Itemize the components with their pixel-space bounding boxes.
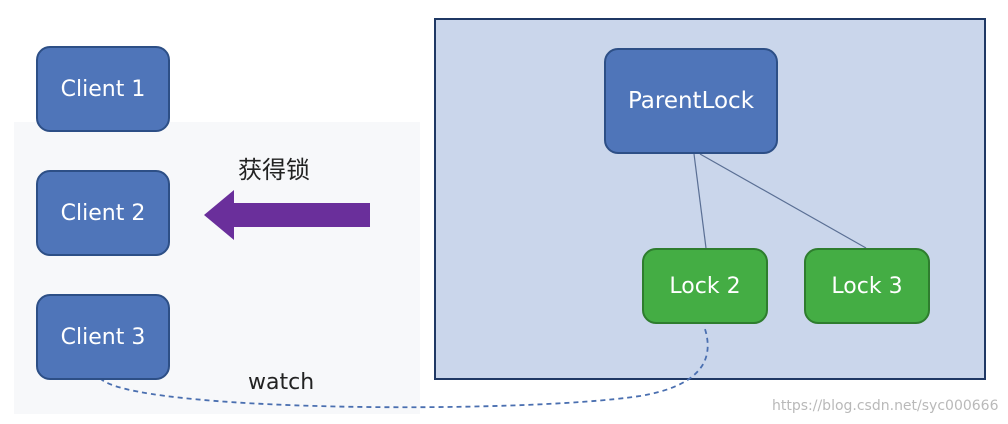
client-3-label: Client 3 — [60, 324, 146, 350]
edge-parent-lock2 — [693, 153, 707, 249]
parent-lock-label: ParentLock — [627, 88, 755, 114]
client-3-node: Client 3 — [36, 294, 170, 380]
client-2-node: Client 2 — [36, 170, 170, 256]
lock-3-node: Lock 3 — [804, 248, 930, 324]
lock-3-label: Lock 3 — [831, 273, 903, 299]
lock-2-node: Lock 2 — [642, 248, 768, 324]
parent-lock-node: ParentLock — [604, 48, 778, 154]
client-1-node: Client 1 — [36, 46, 170, 132]
acquire-lock-arrow — [204, 190, 370, 240]
lock-2-label: Lock 2 — [669, 273, 741, 299]
client-1-label: Client 1 — [60, 76, 146, 102]
watermark-text: https://blog.csdn.net/syc000666 — [772, 398, 999, 414]
client-2-label: Client 2 — [60, 200, 146, 226]
watch-label: watch — [248, 370, 315, 395]
watch-dashed-link — [99, 325, 709, 409]
acquire-lock-label: 获得锁 — [238, 156, 310, 184]
edge-parent-lock3 — [699, 153, 867, 249]
